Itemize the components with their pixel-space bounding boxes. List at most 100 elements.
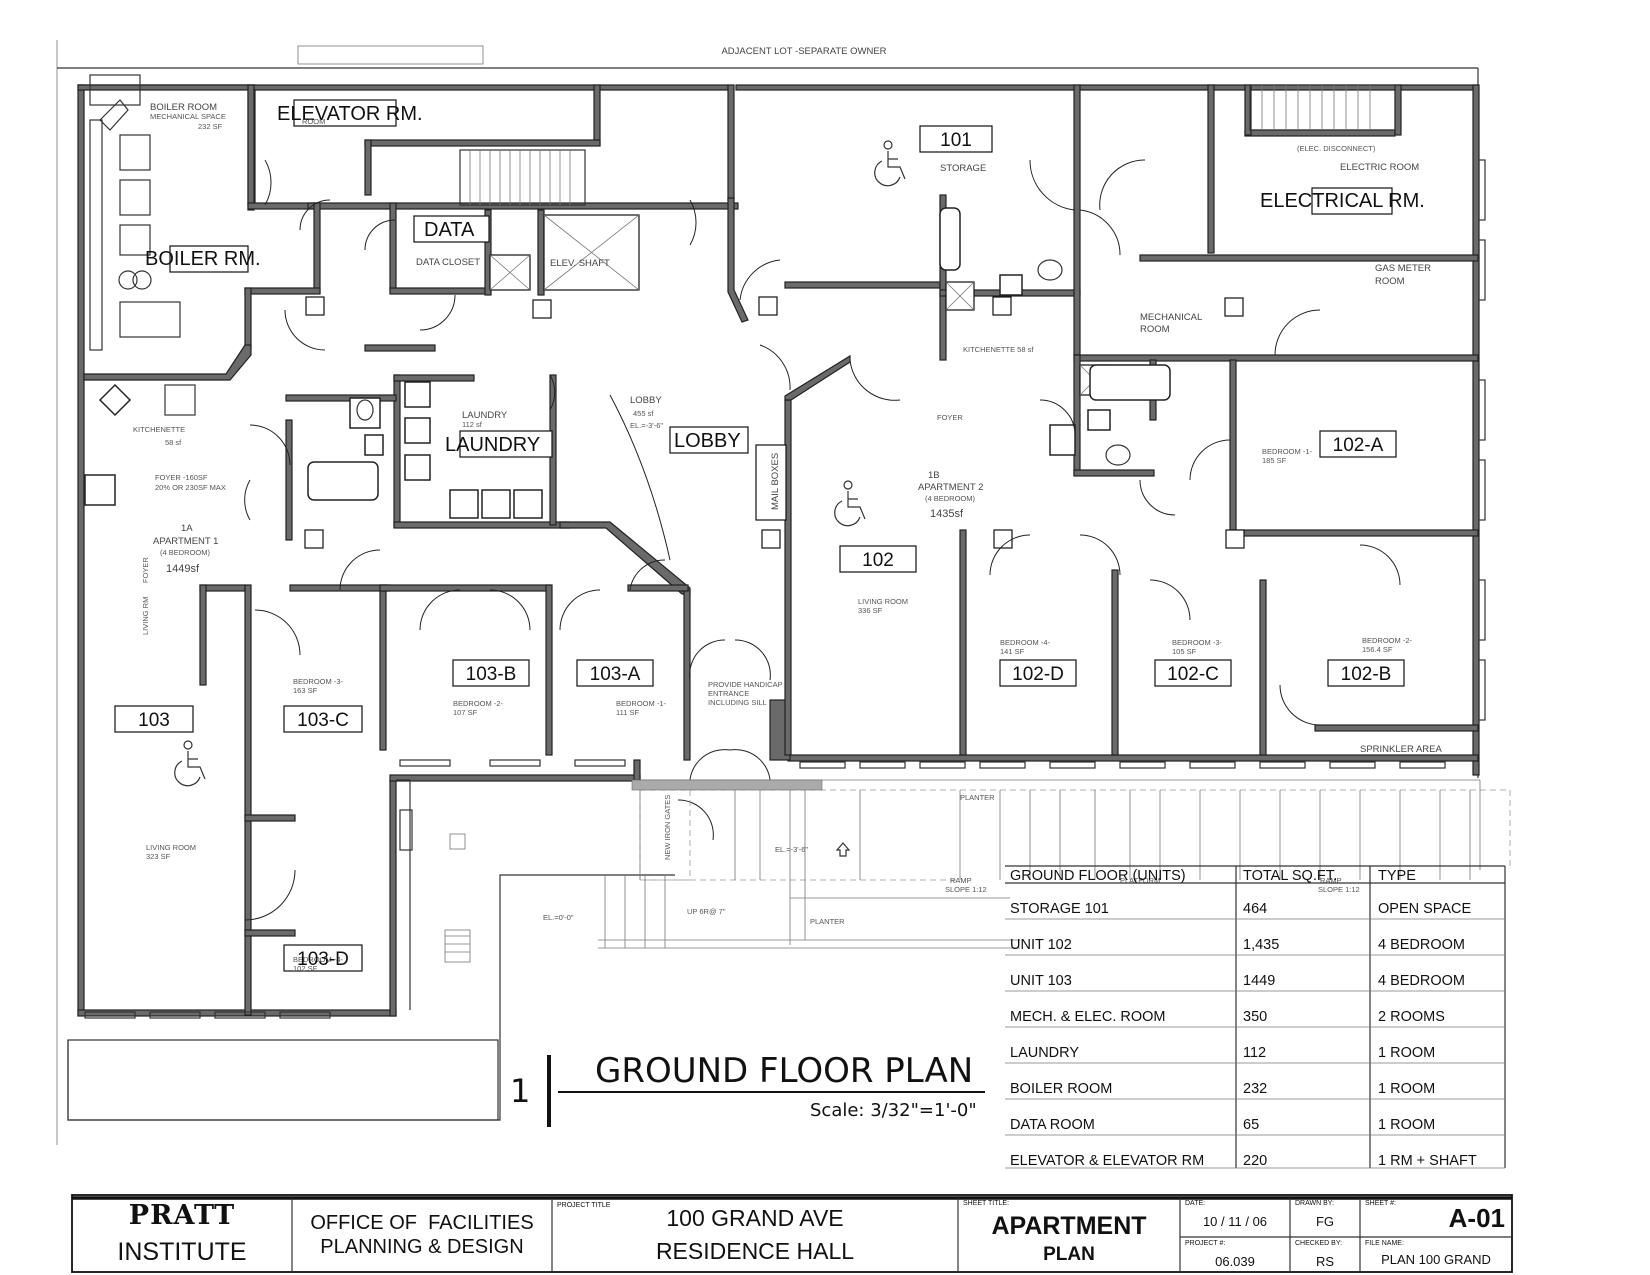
ramp-2: RAMP xyxy=(1320,876,1342,885)
apt2-code: 1B xyxy=(928,470,940,481)
schedule-cell: STORAGE 101 xyxy=(1010,901,1109,917)
bed-103b: BEDROOM -2- xyxy=(453,699,504,708)
bed-102d-sf: 141 SF xyxy=(1000,647,1025,656)
elevator-room-label: ROOM xyxy=(302,117,325,126)
room-tag-boxes xyxy=(114,99,1405,972)
drawing-scale: Scale: 3/32"=1'-0" xyxy=(810,1100,977,1121)
kitchenette-2: KITCHENETTE 58 sf xyxy=(963,345,1034,354)
bed-103d: BEDROOM -4- xyxy=(293,955,344,964)
schedule-cell: LAUNDRY xyxy=(1010,1045,1079,1061)
kitchenette-1-sf: 58 sf xyxy=(165,438,182,447)
fixtures xyxy=(84,207,1171,519)
accessible-symbols xyxy=(174,140,906,787)
schedule-cell: UNIT 103 xyxy=(1010,973,1072,989)
boiler-tag: BOILER RM. xyxy=(145,248,261,270)
lobby-title: LOBBY xyxy=(630,395,662,406)
mechanical-room: ROOM xyxy=(1140,324,1170,335)
planter-top: PLANTER xyxy=(960,793,995,802)
schedule-cell: MECH. & ELEC. ROOM xyxy=(1010,1009,1166,1025)
electrical-tag: ELECTRICAL RM. xyxy=(1260,190,1425,212)
schedule-cell: 1 ROOM xyxy=(1378,1045,1435,1061)
tag-102: 102 xyxy=(862,550,894,571)
kitchenette-1: KITCHENETTE xyxy=(133,425,185,434)
elevation-3-6: EL.=-3'-6" xyxy=(775,845,808,854)
bed-103a-sf: 111 SF xyxy=(616,708,639,717)
entrance-note-1: PROVIDE HANDICAP xyxy=(708,680,783,689)
sprinkler-label: SPRINKLER AREA xyxy=(1360,744,1442,755)
schedule-cell: 220 xyxy=(1243,1153,1267,1169)
gas-meter-room: ROOM xyxy=(1375,276,1405,287)
laundry-sf: 112 sf xyxy=(462,420,483,429)
up-6r: UP 6R@ 7" xyxy=(687,907,726,916)
planter-bottom: PLANTER xyxy=(810,917,845,926)
drawing-title-text: GROUND FLOOR PLAN xyxy=(595,1051,973,1091)
boiler-equipment xyxy=(89,74,181,351)
lobby-sf: 455 sf xyxy=(633,409,654,418)
shafts xyxy=(489,214,1111,396)
apt1-sf: 1449sf xyxy=(166,563,200,575)
apt2-name: APARTMENT 2 xyxy=(918,482,983,493)
entrance-note-2: ENTRANCE xyxy=(708,689,749,698)
foyer-2: FOYER xyxy=(937,413,963,422)
site-exterior xyxy=(67,779,1511,1121)
platform-label: PLATFORM xyxy=(1120,876,1160,885)
boiler-room-title: BOILER ROOM xyxy=(150,102,217,113)
doors xyxy=(244,159,1401,921)
bed-102c-sf: 105 SF xyxy=(1172,647,1197,656)
apt1-beds: (4 BEDROOM) xyxy=(160,548,211,557)
electric-room-label: ELECTRIC ROOM xyxy=(1340,162,1419,173)
lobby-el: EL.=-3'-6" xyxy=(630,421,663,430)
adjacent-lot-label: ADJACENT LOT -SEPARATE OWNER xyxy=(721,46,886,57)
storage-label: STORAGE xyxy=(940,163,986,174)
living-vertical: LIVING RM xyxy=(141,597,150,635)
gas-meter-label: GAS METER xyxy=(1375,263,1431,274)
schedule-cell: 464 xyxy=(1243,901,1267,917)
tag-103: 103 xyxy=(138,710,170,731)
schedule-cell: 1 RM + SHAFT xyxy=(1378,1153,1477,1169)
bed-102c: BEDROOM -3- xyxy=(1172,638,1223,647)
foyer-1-note: 20% OR 230SF MAX xyxy=(155,483,226,492)
schedule-cell: 2 ROOMS xyxy=(1378,1009,1445,1025)
elevation-0: EL.=0'-0" xyxy=(543,913,574,922)
living-103: LIVING ROOM xyxy=(146,843,196,852)
room-labels: BOILER ROOM MECHANICAL SPACE 232 SF BOIL… xyxy=(133,102,1442,973)
schedule-cell: ELEVATOR & ELEVATOR RM xyxy=(1010,1153,1204,1169)
bed-102d: BEDROOM -4- xyxy=(1000,638,1051,647)
storage-tag: 101 xyxy=(940,130,972,151)
title-block xyxy=(71,1194,1513,1273)
data-tag: DATA xyxy=(424,219,475,241)
iron-gates-label: NEW IRON GATES xyxy=(663,795,672,860)
tag-103c: 103-C xyxy=(297,710,349,731)
lobby-tag: LOBBY xyxy=(674,430,741,452)
drawing-title: 1 GROUND FLOOR PLAN Scale: 3/32"=1'-0" xyxy=(510,1051,985,1127)
schedule-cell: DATA ROOM xyxy=(1010,1117,1095,1133)
living-103-sf: 323 SF xyxy=(146,852,171,861)
schedule-body: GROUND FLOOR (UNITS)TOTAL SQ.FT.TYPESTOR… xyxy=(1010,868,1477,1169)
schedule-header-1: TOTAL SQ.FT. xyxy=(1243,868,1337,884)
interior-walls xyxy=(83,84,1479,1016)
boiler-room-sf: 232 SF xyxy=(198,122,223,131)
elev-shaft-label: ELEV. SHAFT xyxy=(550,258,610,269)
mail-boxes xyxy=(755,444,787,521)
schedule-cell: 1 ROOM xyxy=(1378,1117,1435,1133)
bed-103b-sf: 107 SF xyxy=(453,708,478,717)
ramp-2-slope: SLOPE 1:12 xyxy=(1318,885,1360,894)
ramp-1-slope: SLOPE 1:12 xyxy=(945,885,987,894)
tag-103d: 103-D xyxy=(297,949,349,970)
tag-102d: 102-D xyxy=(1012,664,1064,685)
bed-102b: BEDROOM -2- xyxy=(1362,636,1413,645)
schedule-cell: BOILER ROOM xyxy=(1010,1081,1112,1097)
bed-103a: BEDROOM -1- xyxy=(616,699,667,708)
schedule-cell: 350 xyxy=(1243,1009,1267,1025)
foyer-vertical: FOYER xyxy=(141,557,150,583)
stair xyxy=(459,84,1396,206)
apt1-name: APARTMENT 1 xyxy=(153,536,218,547)
apt1-code: 1A xyxy=(181,523,193,534)
bed-103d-sf: 102 SF xyxy=(293,964,318,973)
mechanical-label: MECHANICAL xyxy=(1140,312,1202,323)
bed-102a: BEDROOM -1- xyxy=(1262,447,1313,456)
mail-boxes-label: MAIL BOXES xyxy=(770,453,781,510)
laundry-title: LAUNDRY xyxy=(462,410,508,421)
boiler-room-sub: MECHANICAL SPACE xyxy=(150,112,226,121)
